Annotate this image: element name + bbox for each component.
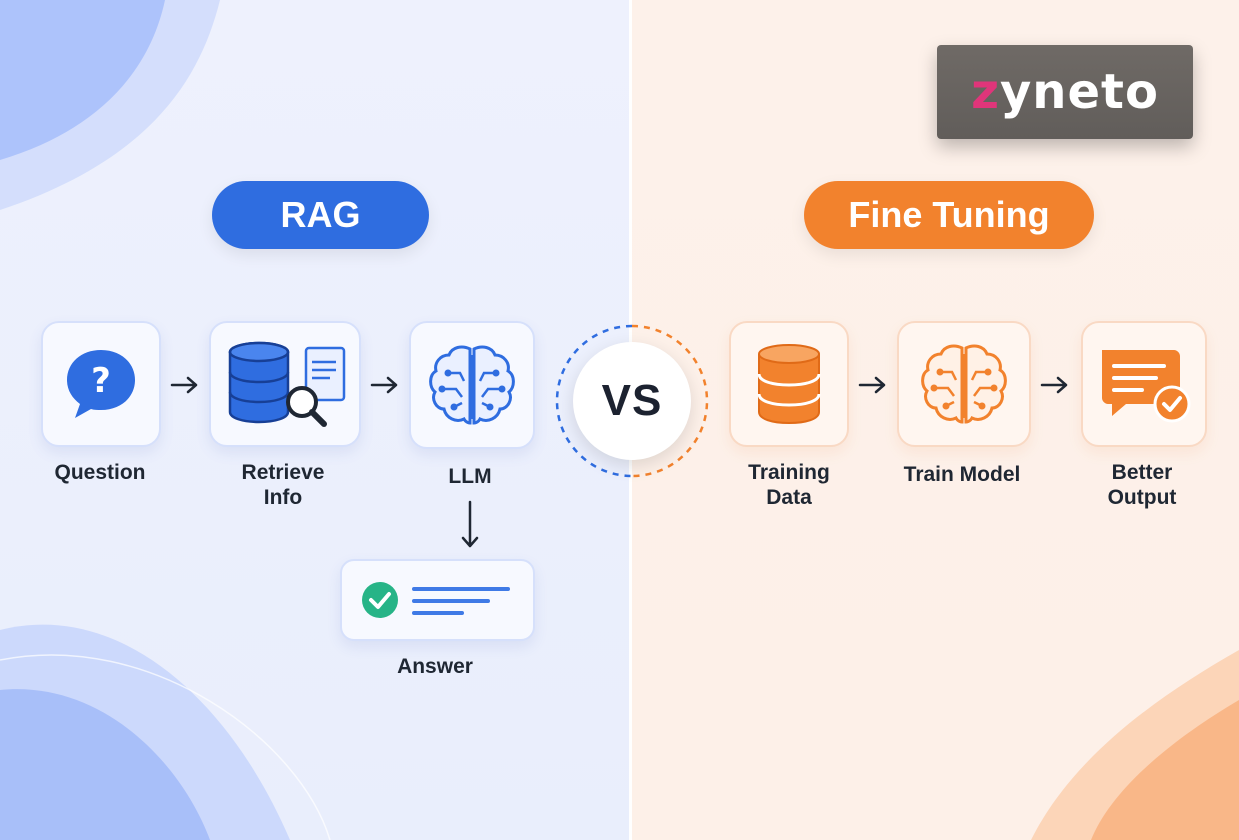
message-check-icon bbox=[1102, 350, 1191, 423]
rag-title-pill: RAG bbox=[212, 181, 429, 249]
fine-tuning-title: Fine Tuning bbox=[848, 194, 1050, 235]
database-search-icon bbox=[228, 341, 346, 427]
train-model-label: Train Model bbox=[903, 463, 1021, 486]
rag-title: RAG bbox=[280, 194, 361, 235]
question-label: Question bbox=[54, 461, 146, 484]
decorative-blob-top-left bbox=[0, 0, 290, 840]
retrieve-info-label-line2: Info bbox=[263, 486, 303, 509]
fine-tuning-title-pill: Fine Tuning bbox=[804, 181, 1094, 249]
training-data-card bbox=[729, 321, 849, 447]
training-data-label: Training Data bbox=[719, 460, 859, 510]
training-data-label-line2: Data bbox=[766, 486, 812, 509]
database-icon bbox=[757, 344, 821, 425]
svg-text:?: ? bbox=[91, 361, 111, 401]
llm-card bbox=[409, 321, 535, 449]
arrow-right-icon bbox=[370, 376, 398, 394]
logo-text: zyneto bbox=[971, 64, 1159, 120]
train-model-card bbox=[897, 321, 1031, 447]
arrow-right-icon bbox=[1040, 376, 1068, 394]
retrieve-info-card bbox=[209, 321, 361, 447]
brain-circuit-icon bbox=[921, 344, 1007, 424]
better-output-card bbox=[1081, 321, 1207, 447]
zyneto-logo: zyneto bbox=[937, 45, 1193, 139]
brain-circuit-icon bbox=[429, 345, 515, 425]
decorative-blob-bottom-right bbox=[1031, 650, 1239, 840]
answer-label: Answer bbox=[397, 655, 473, 678]
check-answer-icon bbox=[361, 582, 510, 618]
vs-label: VS bbox=[601, 376, 663, 425]
answer-card bbox=[340, 559, 535, 641]
better-output-label-line1: Better bbox=[1111, 461, 1173, 484]
better-output-label-line2: Output bbox=[1107, 486, 1177, 509]
retrieve-info-label-line1: Retrieve bbox=[241, 461, 325, 484]
training-data-label-line1: Training bbox=[748, 461, 830, 484]
question-bubble-icon: ? bbox=[67, 350, 135, 418]
retrieve-info-label: Retrieve Info bbox=[213, 460, 353, 510]
llm-label: LLM bbox=[448, 465, 492, 488]
better-output-label: Better Output bbox=[1072, 460, 1212, 510]
vs-badge: VS bbox=[573, 342, 691, 460]
arrow-right-icon bbox=[858, 376, 886, 394]
arrow-right-icon bbox=[170, 376, 198, 394]
arrow-down-icon bbox=[461, 500, 479, 548]
question-card: ? bbox=[41, 321, 161, 447]
